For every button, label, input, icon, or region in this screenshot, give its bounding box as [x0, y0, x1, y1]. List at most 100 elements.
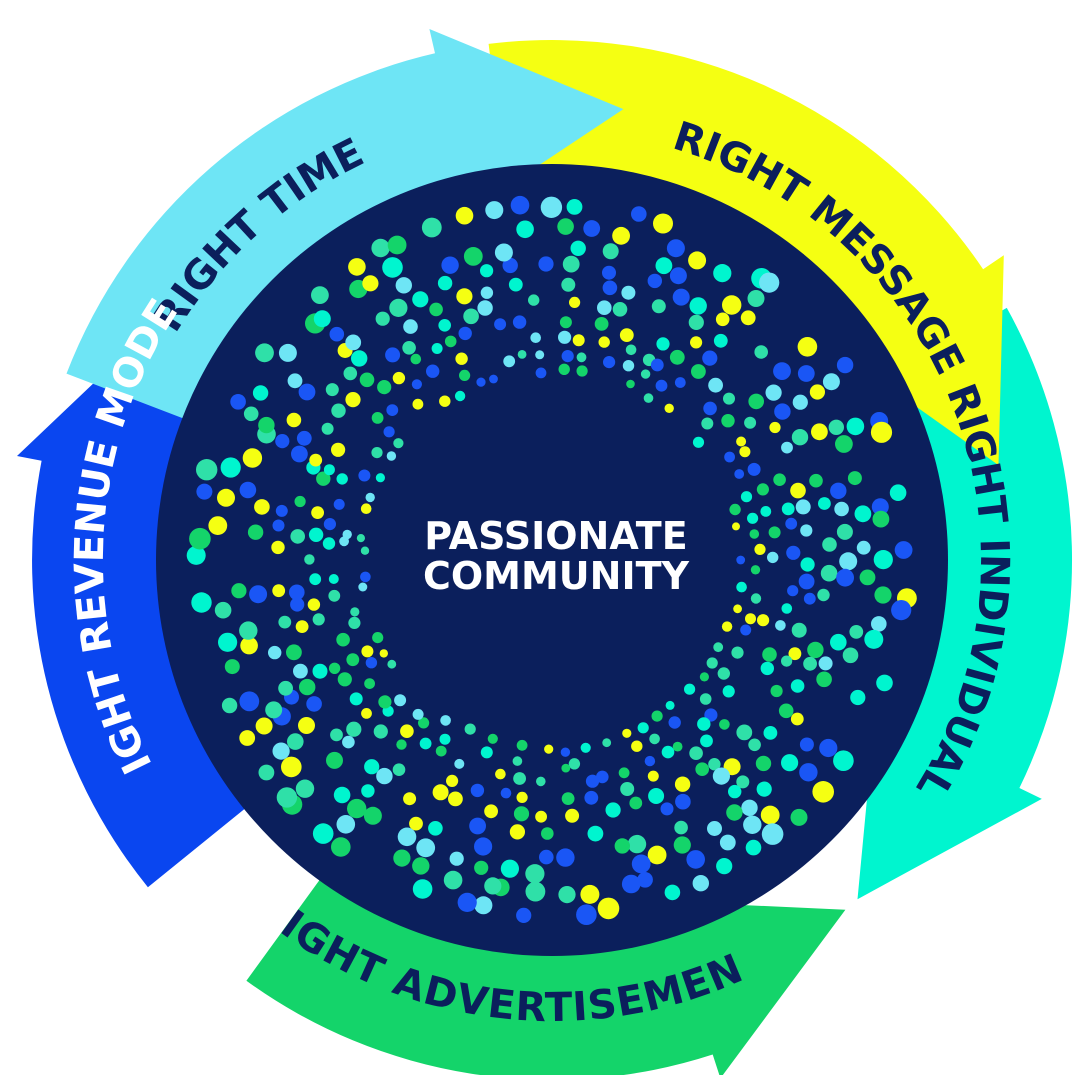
pattern-dot [331, 442, 346, 457]
pattern-dot [474, 896, 493, 915]
pattern-dot [309, 453, 323, 467]
pattern-dot [811, 423, 828, 441]
pattern-dot [849, 625, 864, 639]
pattern-dot [769, 421, 781, 434]
pattern-dot [540, 196, 563, 218]
pattern-dot [556, 848, 575, 867]
pattern-dot [328, 662, 341, 674]
pattern-dot [795, 499, 811, 515]
pattern-dot [525, 881, 546, 902]
pattern-dot [770, 684, 783, 698]
pattern-dot [871, 616, 887, 632]
pattern-dot [602, 243, 619, 260]
pattern-dot [457, 892, 477, 913]
pattern-dot [383, 426, 395, 438]
pattern-dot [755, 755, 772, 772]
pattern-dot [778, 703, 794, 719]
pattern-dot [689, 746, 703, 760]
pattern-dot [781, 754, 799, 772]
pattern-dot [373, 724, 388, 739]
pattern-dot [689, 297, 707, 315]
pattern-dot [516, 907, 532, 924]
pattern-dot [569, 296, 581, 308]
pattern-dot [596, 770, 609, 784]
pattern-dot [375, 311, 390, 326]
pattern-dot [336, 815, 356, 834]
pattern-dot [275, 434, 290, 449]
pattern-dot [535, 810, 547, 823]
pattern-dot [328, 589, 341, 602]
pattern-dot [791, 622, 807, 638]
pattern-dot [255, 343, 274, 363]
pattern-dot [379, 649, 388, 658]
pattern-dot [561, 350, 574, 363]
pattern-dot [395, 277, 412, 294]
pattern-dot [298, 383, 316, 401]
pattern-dot [231, 583, 247, 599]
pattern-dot [603, 356, 616, 369]
pattern-dot [559, 316, 572, 329]
pattern-dot [313, 310, 331, 328]
pattern-dot [729, 503, 741, 516]
pattern-dot [435, 745, 447, 757]
pattern-dot [842, 647, 859, 664]
pattern-dot [631, 740, 643, 752]
pattern-dot [500, 787, 512, 799]
pattern-dot [748, 393, 764, 410]
pattern-dot [792, 394, 808, 410]
pattern-dot [701, 417, 714, 430]
pattern-dot [820, 564, 838, 582]
pattern-dot [295, 620, 309, 633]
pattern-dot [702, 350, 718, 366]
pattern-dot [719, 719, 730, 730]
pattern-dot [664, 403, 674, 413]
pattern-dot [347, 798, 367, 819]
pattern-dot [673, 836, 691, 854]
pattern-dot [774, 403, 791, 420]
pattern-dot [429, 302, 443, 317]
pattern-dot [674, 377, 686, 388]
pattern-dot [296, 430, 312, 446]
pattern-dot [311, 506, 324, 519]
pattern-dot [561, 792, 575, 805]
pattern-dot [218, 632, 238, 652]
pattern-dot [568, 758, 581, 770]
pattern-dot [295, 779, 315, 798]
pattern-dot [700, 734, 713, 748]
pattern-dot [342, 529, 352, 540]
arrow-revenue [17, 311, 253, 888]
pattern-dot [221, 697, 238, 714]
pattern-dot [386, 404, 399, 416]
pattern-dot [557, 218, 574, 235]
pattern-dot [750, 565, 761, 575]
pattern-dot [326, 751, 343, 769]
pattern-dot [822, 373, 840, 391]
pattern-dot [736, 555, 746, 565]
pattern-dot [859, 569, 876, 586]
pattern-dot [836, 356, 854, 374]
pattern-dot [797, 365, 815, 382]
pattern-dot [790, 679, 805, 693]
pattern-dot [621, 285, 636, 300]
dot-pattern [186, 195, 917, 925]
pattern-dot [494, 318, 507, 331]
pattern-dot [298, 717, 315, 734]
pattern-dot [416, 838, 436, 858]
pattern-dot [312, 663, 328, 679]
pattern-dot [706, 657, 718, 669]
pattern-dot [605, 802, 621, 818]
pattern-dot [358, 582, 368, 592]
pattern-dot [513, 772, 526, 785]
pattern-dot [672, 741, 683, 752]
pattern-dot [443, 870, 463, 890]
pattern-dot [268, 645, 282, 660]
pattern-dot [474, 837, 493, 856]
pattern-dot [444, 335, 457, 348]
pattern-dot [290, 529, 306, 544]
pattern-dot [480, 746, 493, 759]
pattern-dot [278, 615, 292, 629]
pattern-dot [713, 642, 724, 653]
pattern-dot [480, 286, 494, 299]
pattern-dot [576, 904, 597, 925]
